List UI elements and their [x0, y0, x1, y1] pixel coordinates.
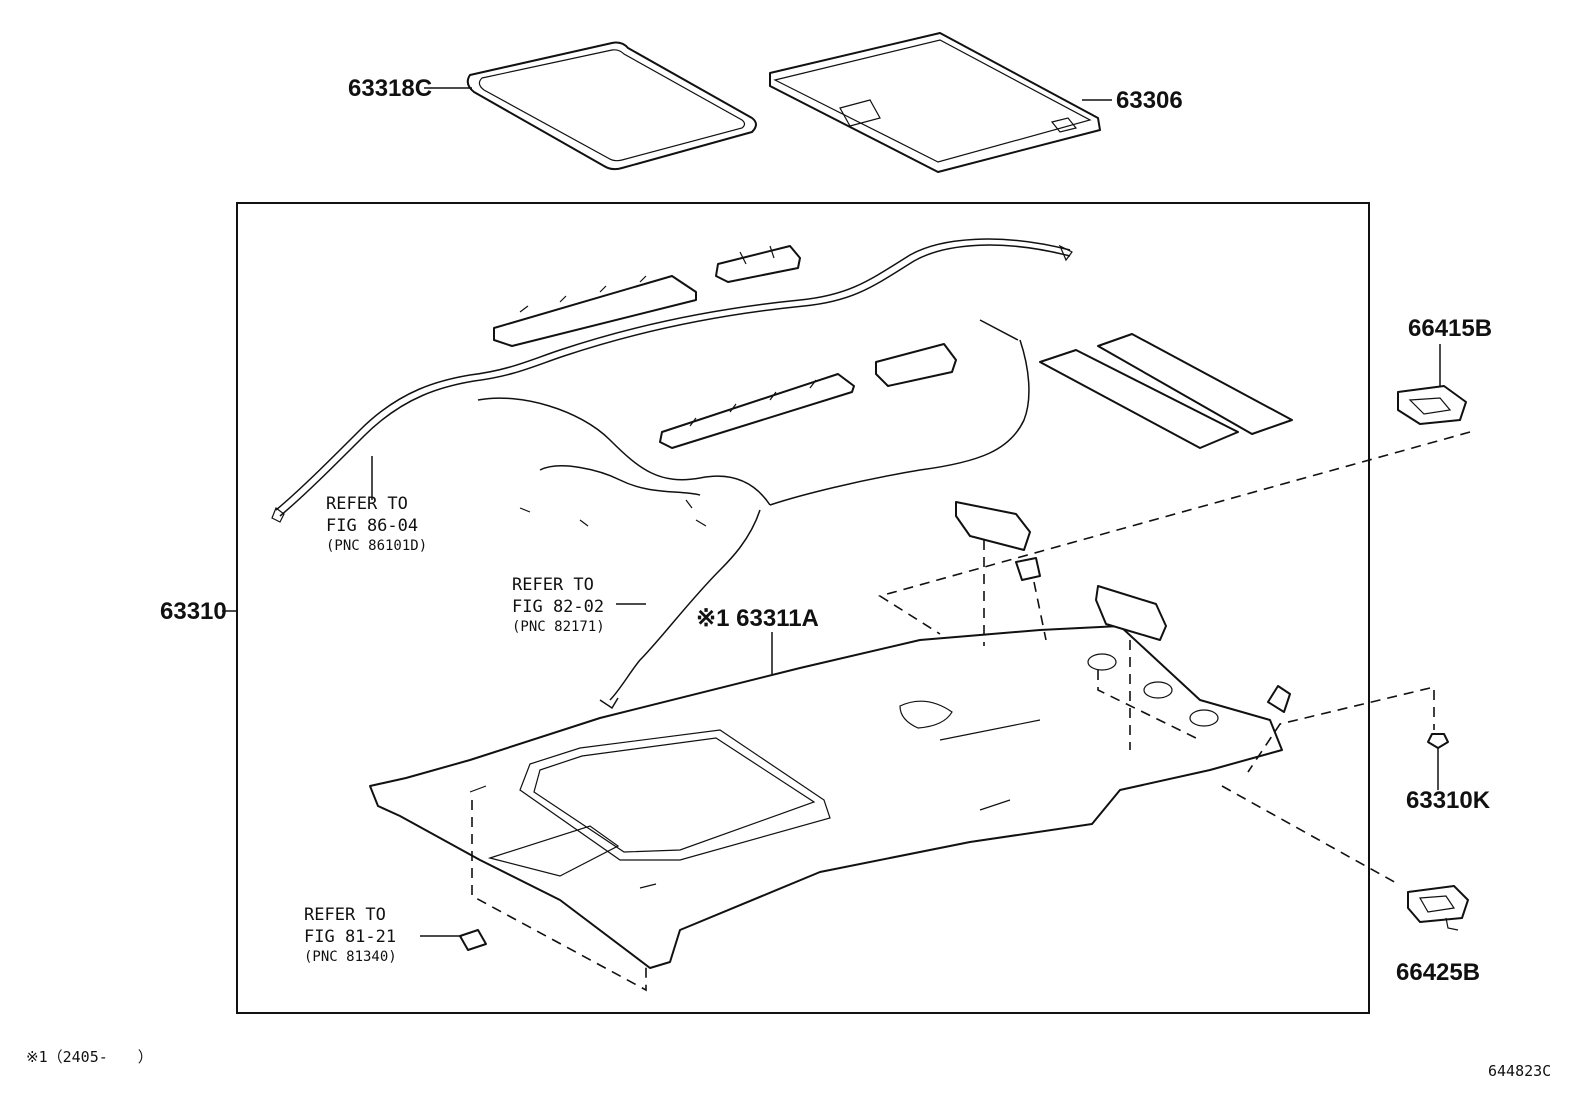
- clip-pad-right: [1095, 585, 1167, 641]
- label-63310k: 63310K: [1406, 787, 1491, 814]
- bracket-front-left: [493, 275, 697, 347]
- ref-86-04-line1: REFER TO: [326, 494, 408, 514]
- label-63310: 63310: [160, 598, 227, 625]
- dash-66425b: [1221, 785, 1399, 885]
- clip-pad-left: [955, 501, 1041, 581]
- dash-retainers: [1097, 670, 1201, 741]
- assist-grip-bracket-rear: [1407, 885, 1469, 931]
- ref-81-21-line2: FIG 81-21: [304, 927, 396, 947]
- diagram-id: 644823C: [1488, 1062, 1551, 1080]
- ref-82-02-line2: FIG 82-02: [512, 597, 604, 617]
- label-63311a: ※1 63311A: [696, 605, 819, 632]
- map-lamp-part: [459, 929, 487, 951]
- pad-upper: [1039, 333, 1293, 449]
- ref-82-02-line1: REFER TO: [512, 575, 594, 595]
- label-66425b: 66425B: [1396, 959, 1480, 986]
- ref-82-02-line3: (PNC 82171): [512, 619, 605, 635]
- headliner-assembly-frame: [236, 202, 1370, 1014]
- wire-harness: [271, 238, 1073, 710]
- footnote: ※1（2405- ）: [26, 1048, 153, 1066]
- bracket-front-center: [715, 245, 801, 283]
- headliner-panel: [369, 625, 1283, 969]
- bracket-rear-center: [875, 343, 957, 387]
- assist-grip-bracket-front: [1397, 385, 1467, 425]
- label-63318c: 63318C: [348, 75, 432, 102]
- dash-66415b: [878, 431, 1471, 635]
- ref-81-21-line1: REFER TO: [304, 905, 386, 925]
- label-63306: 63306: [1116, 87, 1183, 114]
- retainer-clips: [1087, 653, 1291, 727]
- sunshade-part: [769, 32, 1101, 173]
- dash-clip-small: [1033, 581, 1047, 641]
- bracket-rear-left: [659, 373, 855, 449]
- ref-81-21-line3: (PNC 81340): [304, 949, 397, 965]
- clip-63310k: [1427, 733, 1449, 762]
- dash-63310k-upper: [1247, 687, 1431, 773]
- label-66415b: 66415B: [1408, 315, 1492, 342]
- ref-86-04-line2: FIG 86-04: [326, 516, 418, 536]
- dash-fig-81-21: [471, 800, 647, 992]
- ref-86-04-line3: (PNC 86101D): [326, 538, 427, 554]
- sunroof-seal-part: [466, 41, 757, 171]
